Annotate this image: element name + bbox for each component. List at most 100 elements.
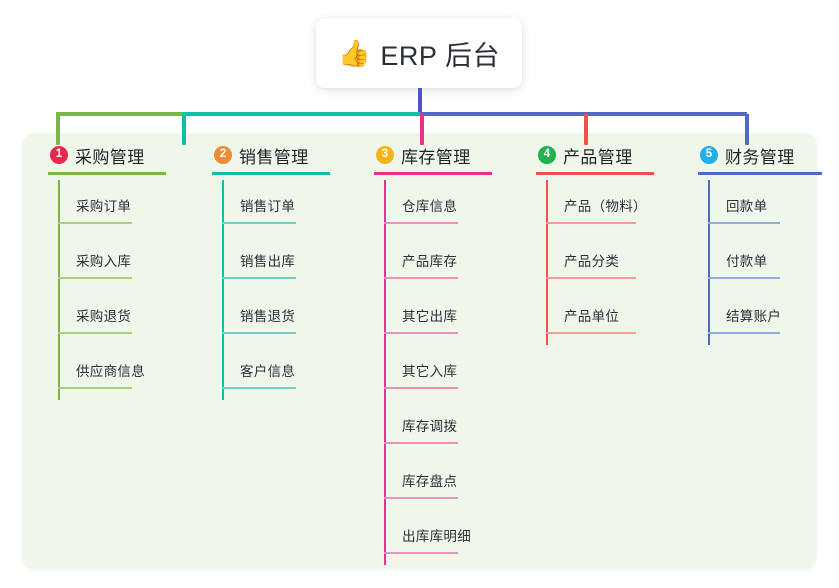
leaf-underline — [58, 332, 132, 334]
leaf-underline — [222, 387, 296, 389]
bus-green — [56, 112, 182, 116]
branch-underline-1 — [48, 172, 166, 175]
leaf-label: 出库库明细 — [402, 529, 471, 544]
leaf-label: 库存盘点 — [402, 474, 458, 489]
branch-badge-3: 3 — [376, 146, 394, 164]
leaf-label: 采购订单 — [76, 199, 132, 214]
leaf-item[interactable]: 其它出库 — [362, 290, 490, 345]
bus-indigo — [420, 112, 747, 116]
leaf-item[interactable]: 销售订单 — [200, 180, 328, 235]
branch-badge-2: 2 — [214, 146, 232, 164]
leaf-spine-2 — [222, 180, 224, 400]
drop-connector-1 — [56, 114, 60, 145]
leaf-item[interactable]: 产品库存 — [362, 235, 490, 290]
leaf-item[interactable]: 销售退货 — [200, 290, 328, 345]
leaf-label: 产品单位 — [564, 309, 620, 324]
leaf-label: 付款单 — [726, 254, 768, 269]
thumbs-up-icon: 👍 — [338, 38, 371, 68]
leaf-label: 产品分类 — [564, 254, 620, 269]
leaf-label: 回款单 — [726, 199, 768, 214]
leaf-underline — [708, 332, 780, 334]
leaf-underline — [384, 442, 458, 444]
leaf-underline — [384, 222, 458, 224]
leaf-item[interactable]: 产品单位 — [524, 290, 652, 345]
leaf-underline — [384, 277, 458, 279]
drop-connector-4 — [584, 114, 588, 145]
leaf-item[interactable]: 仓库信息 — [362, 180, 490, 235]
leaf-item[interactable]: 结算账户 — [686, 290, 814, 345]
branch-title-1: 采购管理 — [75, 147, 145, 167]
leaf-label: 供应商信息 — [76, 364, 145, 379]
branch-header-2[interactable]: 2 销售管理 — [200, 142, 328, 168]
leaf-item[interactable]: 客户信息 — [200, 345, 328, 400]
leaf-list-2: 销售订单销售出库销售退货客户信息 — [200, 180, 328, 400]
leaf-underline — [546, 332, 636, 334]
leaf-item[interactable]: 出库库明细 — [362, 510, 490, 565]
leaf-label: 销售退货 — [240, 309, 296, 324]
branch-underline-4 — [536, 172, 654, 175]
leaf-item[interactable]: 采购退货 — [36, 290, 164, 345]
leaf-label: 其它出库 — [402, 309, 458, 324]
leaf-underline — [222, 222, 296, 224]
leaf-underline — [384, 497, 458, 499]
leaf-label: 仓库信息 — [402, 199, 458, 214]
leaf-item[interactable]: 库存盘点 — [362, 455, 490, 510]
leaf-underline — [222, 332, 296, 334]
leaf-label: 销售出库 — [240, 254, 296, 269]
leaf-item[interactable]: 其它入库 — [362, 345, 490, 400]
leaf-item[interactable]: 库存调拨 — [362, 400, 490, 455]
leaf-item[interactable]: 销售出库 — [200, 235, 328, 290]
leaf-underline — [708, 277, 780, 279]
branch-title-2: 销售管理 — [239, 147, 309, 167]
branch-column-2: 2 销售管理销售订单销售出库销售退货客户信息 — [200, 142, 330, 400]
root-stem-connector — [418, 88, 422, 114]
branch-title-5: 财务管理 — [725, 147, 795, 167]
leaf-item[interactable]: 付款单 — [686, 235, 814, 290]
leaf-label: 产品（物料） — [564, 199, 647, 214]
leaf-underline — [58, 222, 132, 224]
drop-connector-2 — [182, 114, 186, 145]
branch-title-4: 产品管理 — [563, 147, 633, 167]
leaf-item[interactable]: 采购订单 — [36, 180, 164, 235]
leaf-item[interactable]: 采购入库 — [36, 235, 164, 290]
leaf-underline — [546, 277, 636, 279]
leaf-item[interactable]: 产品（物料） — [524, 180, 652, 235]
leaf-item[interactable]: 回款单 — [686, 180, 814, 235]
leaf-underline — [384, 332, 458, 334]
drop-connector-5 — [745, 114, 749, 145]
leaf-spine-3 — [384, 180, 386, 565]
root-node-card[interactable]: 👍 ERP 后台 — [316, 18, 522, 88]
leaf-underline — [708, 222, 780, 224]
leaf-underline — [546, 222, 636, 224]
leaf-list-4: 产品（物料） 产品分类产品单位 — [524, 180, 652, 345]
leaf-label: 客户信息 — [240, 364, 296, 379]
branch-underline-5 — [698, 172, 822, 175]
leaf-spine-1 — [58, 180, 60, 400]
leaf-label: 采购入库 — [76, 254, 132, 269]
leaf-list-5: 回款单付款单结算账户 — [686, 180, 814, 345]
leaf-item[interactable]: 产品分类 — [524, 235, 652, 290]
leaf-label: 库存调拨 — [402, 419, 458, 434]
leaf-underline — [58, 277, 132, 279]
leaf-label: 产品库存 — [402, 254, 458, 269]
leaf-underline — [58, 387, 132, 389]
leaf-label: 销售订单 — [240, 199, 296, 214]
leaf-underline — [222, 277, 296, 279]
drop-connector-3 — [420, 114, 424, 145]
leaf-item[interactable]: 供应商信息 — [36, 345, 164, 400]
leaf-list-1: 采购订单采购入库采购退货供应商信息 — [36, 180, 164, 400]
leaf-underline — [384, 552, 458, 554]
leaf-list-3: 仓库信息产品库存其它出库其它入库库存调拨库存盘点出库库明细 — [362, 180, 490, 565]
root-node-title: ERP 后台 — [380, 40, 500, 71]
bus-teal — [182, 112, 420, 116]
branch-underline-2 — [212, 172, 330, 175]
